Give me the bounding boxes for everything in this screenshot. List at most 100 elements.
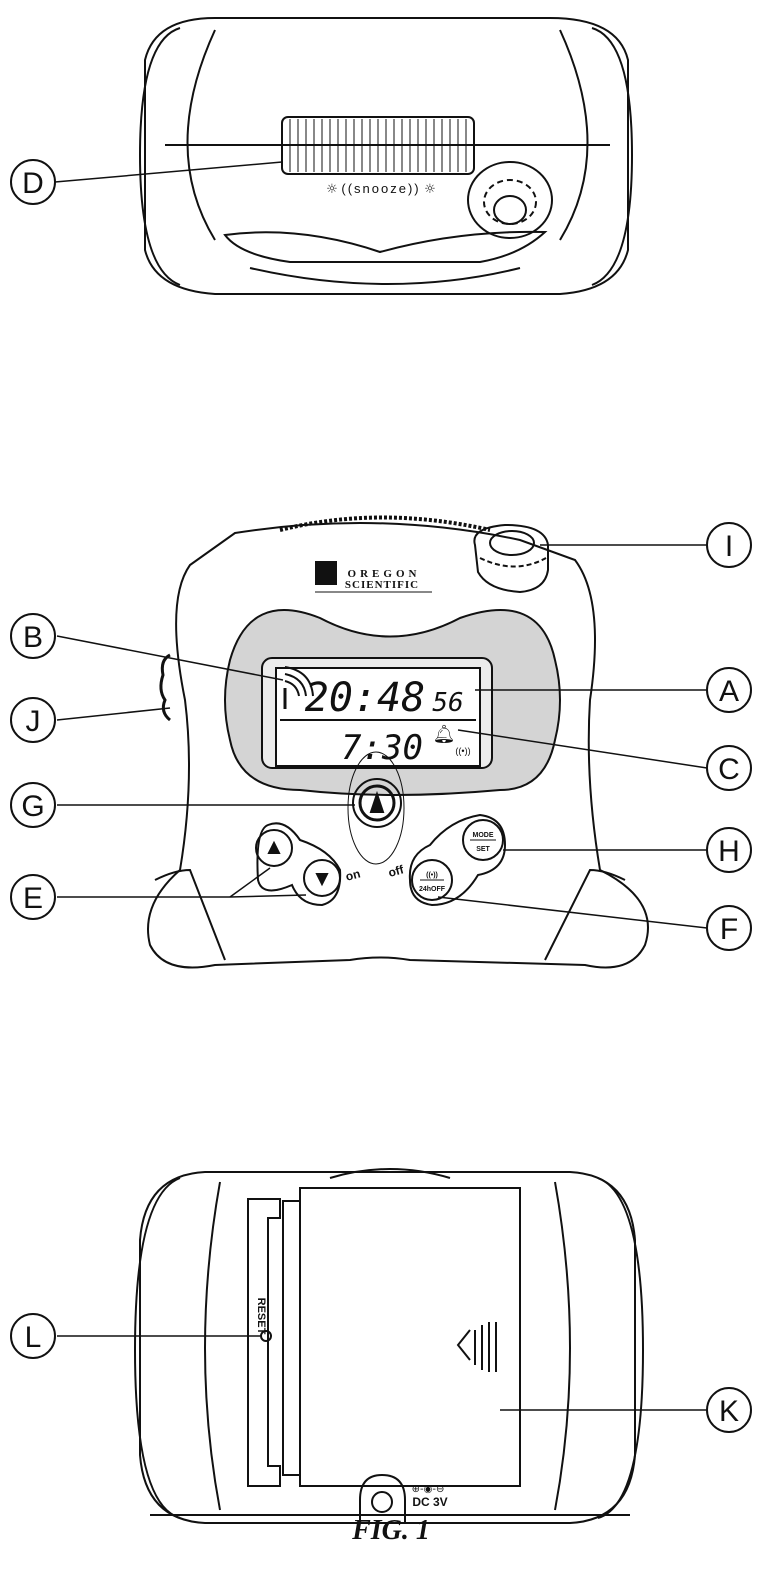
top-right-bumper [591,27,634,286]
brand-line-1: OREGON [348,568,421,580]
mode-label: MODE [473,832,494,839]
side-volume-wheel[interactable] [159,653,171,722]
top-front-lip [223,230,548,263]
snooze-light-icon-right: ☼ [424,182,436,197]
callout-h-circle [706,827,752,873]
front-right-foot [544,868,626,961]
up-arrow-icon [267,840,281,854]
callout-l-circle [10,1313,56,1359]
callout-g-circle [10,782,56,828]
radio-button-label: ((•)) [426,872,438,879]
leader-b [56,635,284,681]
leader-c [457,729,708,769]
top-view-outline [144,17,629,295]
projector-lens-top [467,161,553,239]
reset-panel [247,1198,281,1487]
lcd-seconds: 56 [432,688,463,718]
callout-j-circle [10,697,56,743]
bottom-inner-right-curve [554,1181,571,1511]
leader-f [437,896,708,929]
reset-label: RESET [255,1298,267,1335]
callout-j: J [26,705,41,738]
front-body-outline [147,522,649,969]
callout-i-circle [706,522,752,568]
top-button-arc [249,267,521,285]
function-buttons [408,813,507,907]
front-left-foot [154,868,226,961]
lcd-radio-symbol: ((•)) [455,746,470,756]
bottom-left-bumper [133,1177,181,1519]
lcd-alarm-bell-icon: 🔔︎ [433,724,456,745]
callout-leaders [54,161,708,1411]
bottom-view-outline [139,1171,636,1524]
callout-g: G [21,790,44,823]
callout-e-circle [10,874,56,920]
dc-label: DC 3V [412,1495,447,1509]
battery-door-arrow [456,1329,471,1361]
snooze-bar[interactable] [281,116,475,175]
set-label: SET [476,846,490,853]
callout-circles [10,159,752,1433]
callout-e: E [23,882,43,915]
snooze-label: ((snooze)) [341,181,420,196]
hour-button-label: 24hOFF [419,886,446,893]
snooze-light-icon-left: ☼ [326,182,338,197]
callout-d: D [22,167,44,200]
callout-d-circle [10,159,56,205]
callout-a-circle [706,667,752,713]
callout-k: K [719,1395,739,1428]
leader-e-branch-down [229,894,307,898]
brand-line-2: SCIENTIFIC [345,579,419,591]
bottom-view [133,1168,645,1524]
top-left-bumper [138,27,181,286]
up-down-buttons [255,822,342,907]
callout-b-circle [10,613,56,659]
radio-reception-icon [283,666,314,709]
bottom-right-bumper [597,1177,645,1519]
callout-l: L [25,1321,42,1354]
bell-icon [369,790,385,813]
battery-compartment [282,1187,521,1487]
alarm-switch-inner [358,784,396,822]
alarm-switch[interactable] [352,778,402,828]
callout-c-circle [706,745,752,791]
down-button[interactable] [303,859,341,897]
top-inner-right-curve [559,29,589,241]
callout-h: H [718,835,740,868]
top-view [138,17,634,295]
callout-a: A [719,675,739,708]
on-label: on [344,866,362,883]
radio-24h-button[interactable] [411,859,453,901]
callout-f: F [720,913,738,946]
leader-d [54,161,283,183]
snooze-bar-ribs [289,119,467,172]
battery-door[interactable] [299,1187,521,1487]
dc-jack-housing [359,1473,406,1523]
figure-caption: FIG. 1 [352,1515,430,1546]
up-button[interactable] [255,829,293,867]
dc-jack[interactable] [371,1491,393,1513]
callout-i: I [725,530,733,563]
lcd-alarm-time: 7:30 [341,728,423,768]
battery-door-grip [474,1322,497,1372]
leader-e-branch-up [229,867,271,898]
callout-c: C [718,753,740,786]
leader-j [56,707,171,721]
down-arrow-icon [315,873,329,887]
reset-button[interactable] [260,1330,272,1342]
projector-lens-front [473,523,549,594]
alarm-switch-track [347,751,405,865]
bottom-inner-left-curve [204,1181,221,1511]
callout-b: B [23,621,43,654]
bottom-top-buttons [329,1168,451,1179]
callout-f-circle [706,905,752,951]
front-snooze-edge [279,515,491,532]
oregon-logo-emblem [315,561,337,585]
callout-k-circle [706,1387,752,1433]
off-label: off [387,862,406,880]
front-view [147,515,649,969]
polarity-icon: ⊕-◉-⊖ [412,1484,445,1495]
mode-set-button[interactable] [462,819,504,861]
lcd-main-time: 20:48 [305,675,425,721]
